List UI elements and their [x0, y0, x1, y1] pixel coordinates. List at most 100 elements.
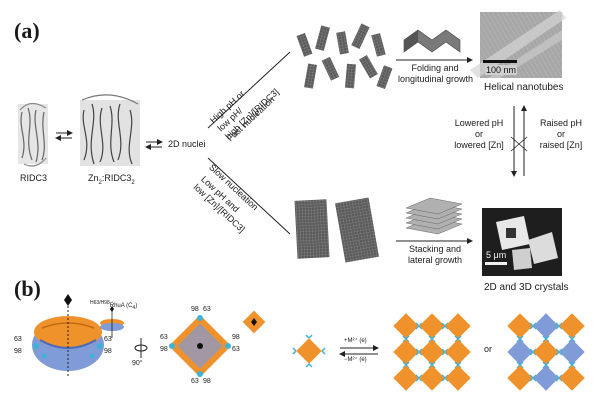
metal-link: [555, 374, 563, 382]
top-63-bottom: 63: [191, 378, 199, 385]
metal-link: [415, 374, 423, 382]
metal-link: [542, 361, 550, 369]
top-98-left: 98: [160, 346, 168, 353]
lattice-tile: [533, 365, 559, 391]
metal-link: [441, 374, 449, 382]
side-63-left: 63: [14, 336, 22, 343]
add-metal-label: +M²⁺ (e): [344, 338, 367, 344]
folded-tube-schematic: [403, 29, 461, 53]
longitudinal-label: longitudinal growth: [398, 74, 474, 84]
top-98-top: 98: [191, 306, 199, 313]
metal-link: [415, 322, 423, 330]
side-63-right: 63: [104, 336, 112, 343]
single-tetramer-unit: [292, 334, 326, 368]
metal-link: [529, 374, 537, 382]
ridc3-structure: [18, 102, 48, 167]
stacked-layers-schematic: [405, 197, 463, 235]
lattice-tile: [393, 339, 419, 365]
equilibrium-arrows-1: [55, 130, 73, 141]
metal-link: [402, 335, 410, 343]
lowered-ph-label: Lowered pH: [454, 118, 504, 128]
lattice-tile: [419, 313, 445, 339]
metal-link: [542, 335, 550, 343]
rhua-label: H63/H98RhuA (C4): [90, 300, 138, 312]
crystals-label: 2D and 3D crystals: [484, 282, 569, 293]
top-63-top: 63: [203, 306, 211, 313]
lowered-or-label: or: [474, 129, 483, 139]
lattice-alternating: [507, 313, 585, 391]
ridc3-label: RIDC3: [20, 173, 48, 183]
panel-b-label: (b): [14, 276, 41, 301]
raised-ph-label: Raised pH: [539, 118, 583, 128]
metal-equilibrium-arrows: [339, 345, 379, 357]
rhua-top-view: [168, 314, 232, 378]
rhua-side-view: [32, 294, 104, 378]
crystal-scale-label: 5 μm: [486, 250, 507, 260]
lattice-tile: [445, 313, 471, 339]
metal-link: [555, 322, 563, 330]
upper-branch-line: [207, 51, 291, 129]
lattice-tile: [507, 313, 533, 339]
folding-label: Folding and: [411, 63, 459, 73]
top-63-right: 63: [232, 346, 240, 353]
lattice-tile: [559, 313, 585, 339]
lattice-tile: [559, 339, 585, 365]
metal-link: [454, 335, 462, 343]
rotation-angle-label: 90°: [132, 360, 143, 367]
lattice-orange: [393, 313, 471, 391]
raised-or-label: or: [556, 129, 565, 139]
nuclei-label: 2D nuclei: [168, 139, 206, 149]
metal-link: [555, 348, 563, 356]
raised-condition-label: Raised pH or raised [Zn]: [530, 118, 592, 151]
top-63-left: 63: [160, 334, 168, 341]
side-98-left: 98: [14, 348, 22, 355]
metal-link: [568, 335, 576, 343]
metal-link: [529, 322, 537, 330]
or-label: or: [484, 344, 493, 354]
lattice-tile: [393, 365, 419, 391]
lattice-tile: [533, 313, 559, 339]
metal-link: [454, 361, 462, 369]
lattice-tile: [393, 313, 419, 339]
lowered-zn-label: lowered [Zn]: [454, 140, 504, 150]
metal-link: [441, 322, 449, 330]
zn-ridc3-dimer-structure: [80, 94, 140, 166]
raised-zn-label: raised [Zn]: [539, 140, 583, 150]
metal-link: [568, 361, 576, 369]
metal-link: [428, 361, 436, 369]
stacking-label: Stacking and: [408, 244, 462, 254]
lateral-label: lateral growth: [407, 255, 463, 265]
stacking-growth-label: Stacking and lateral growth: [398, 244, 472, 266]
lattice-tile: [533, 339, 559, 365]
equilibrium-arrows-2: [145, 139, 163, 150]
metal-link: [428, 335, 436, 343]
lowered-condition-label: Lowered pH or lowered [Zn]: [448, 118, 510, 151]
metal-link: [516, 335, 524, 343]
metal-link: [441, 348, 449, 356]
metal-link: [529, 348, 537, 356]
metal-link: [402, 361, 410, 369]
lattice-tile: [559, 365, 585, 391]
lattice-tile: [507, 339, 533, 365]
c4-top-icon: [242, 310, 266, 334]
folding-growth-label: Folding and longitudinal growth: [398, 63, 474, 85]
metal-link: [516, 361, 524, 369]
metal-link: [415, 348, 423, 356]
lower-branch-line: [207, 157, 291, 235]
crystal-micrograph: [482, 208, 562, 276]
interconversion-arrows: [510, 105, 528, 177]
slow-nucleation-sheets: [294, 197, 379, 263]
rotation-icon: [134, 338, 148, 358]
top-98-right: 98: [232, 334, 240, 341]
lattice-tile: [419, 365, 445, 391]
helical-nanotubes-label: Helical nanotubes: [484, 82, 564, 93]
fast-nucleation-sheets: [296, 23, 393, 90]
panel-a-label: (a): [14, 18, 40, 43]
lattice-tile: [445, 339, 471, 365]
zn-ridc3-label: Zn2:RIDC32: [88, 173, 135, 186]
side-98-right: 98: [104, 348, 112, 355]
lattice-tile: [507, 365, 533, 391]
top-98-bottom: 98: [203, 378, 211, 385]
